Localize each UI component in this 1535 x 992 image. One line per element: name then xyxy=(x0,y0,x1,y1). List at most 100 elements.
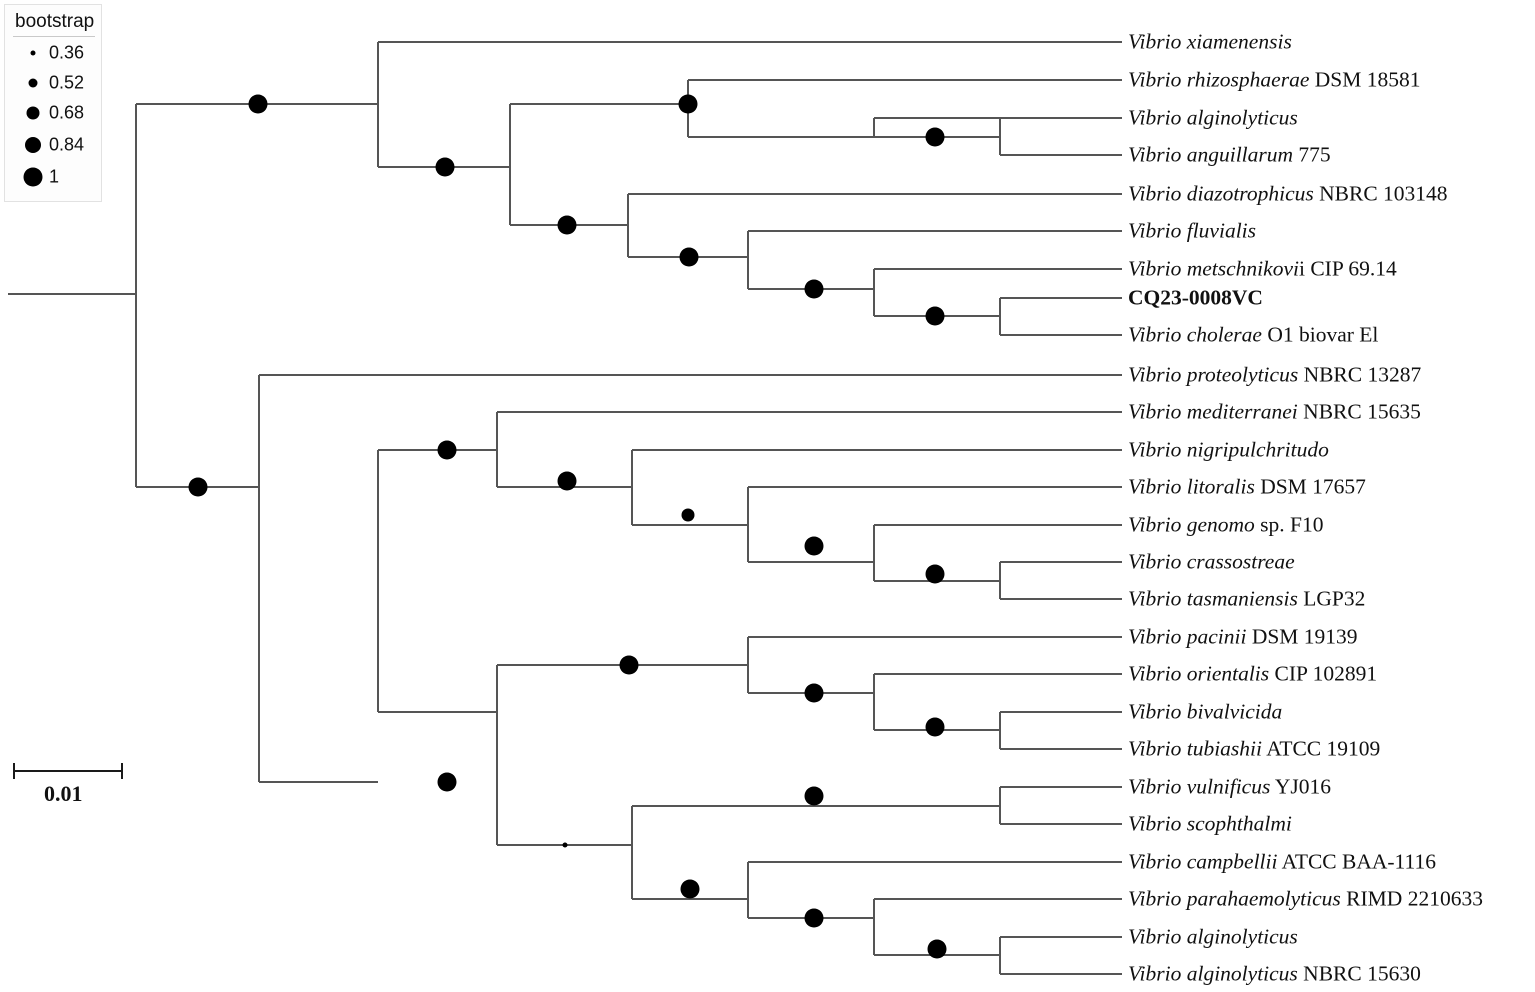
strain-designation: 775 xyxy=(1293,142,1331,167)
legend-entry: 0.52 xyxy=(5,73,101,93)
tip-label-t9[interactable]: Vibrio cholerae O1 biovar El xyxy=(1128,324,1378,346)
node-M[interactable] xyxy=(804,536,824,556)
node-T[interactable] xyxy=(804,786,824,806)
tip-label-t16[interactable]: Vibrio tasmaniensis LGP32 xyxy=(1128,588,1365,610)
bootstrap-legend: bootstrap 0.36 0.52 0.68 0.84 1 xyxy=(4,4,102,202)
node-upper-clade[interactable] xyxy=(248,94,268,114)
tip-label-t15[interactable]: Vibrio crassostreae xyxy=(1128,551,1295,573)
species-name: Vibrio anguillarum xyxy=(1128,142,1294,167)
legend-dot-icon xyxy=(28,78,38,88)
tip-label-t24[interactable]: Vibrio parahaemolyticus RIMD 2210633 xyxy=(1128,888,1483,910)
tip-label-t10[interactable]: Vibrio proteolyticus NBRC 13287 xyxy=(1128,364,1421,386)
strain-designation: i CIP 69.14 xyxy=(1298,256,1397,281)
node-C[interactable] xyxy=(925,127,945,147)
node-Q[interactable] xyxy=(804,683,824,703)
tip-label-t1[interactable]: Vibrio xiamenensis xyxy=(1128,31,1292,53)
tip-label-t14[interactable]: Vibrio genomo sp. F10 xyxy=(1128,514,1324,536)
node-E[interactable] xyxy=(557,215,577,235)
species-name: Vibrio campbellii xyxy=(1128,849,1278,874)
species-name: Vibrio tasmaniensis xyxy=(1128,586,1298,611)
legend-title: bootstrap xyxy=(15,11,95,32)
species-name: Vibrio fluvialis xyxy=(1128,218,1257,243)
species-name: Vibrio vulnificus xyxy=(1128,774,1271,799)
node-V[interactable] xyxy=(804,908,824,928)
legend-value: 0.52 xyxy=(49,72,85,93)
strain-designation: DSM 19139 xyxy=(1246,624,1358,649)
node-W[interactable] xyxy=(927,939,947,959)
branch-lines xyxy=(8,40,1122,976)
tip-label-t12[interactable]: Vibrio nigripulchritudo xyxy=(1128,439,1329,461)
species-name: Vibrio scophthalmi xyxy=(1128,811,1292,836)
node-N[interactable] xyxy=(925,564,945,584)
species-name: Vibrio pacinii xyxy=(1128,624,1247,649)
species-name: Vibrio metschnikovi xyxy=(1128,256,1299,281)
strain-designation: LGP32 xyxy=(1297,586,1366,611)
legend-value: 0.68 xyxy=(49,102,85,123)
node-A[interactable] xyxy=(435,157,455,177)
node-G[interactable] xyxy=(804,279,824,299)
tip-label-t21[interactable]: Vibrio vulnificus YJ016 xyxy=(1128,776,1331,798)
node-J[interactable] xyxy=(437,440,457,460)
node-L[interactable] xyxy=(681,508,695,522)
tip-label-t13[interactable]: Vibrio litoralis DSM 17657 xyxy=(1128,476,1366,498)
strain-designation: YJ016 xyxy=(1270,774,1332,799)
tip-label-t7[interactable]: Vibrio metschnikovii CIP 69.14 xyxy=(1128,258,1397,280)
node-K[interactable] xyxy=(557,471,577,491)
scale-bar xyxy=(12,763,124,779)
tip-label-t4[interactable]: Vibrio anguillarum 775 xyxy=(1128,144,1331,166)
species-name: Vibrio diazotrophicus xyxy=(1128,181,1314,206)
node-O[interactable] xyxy=(437,772,457,792)
tip-label-t3[interactable]: Vibrio alginolyticus xyxy=(1128,107,1298,129)
strain-designation: ATCC 19109 xyxy=(1262,736,1381,761)
legend-dot-icon xyxy=(23,167,43,187)
node-S-small[interactable] xyxy=(562,842,568,848)
node-lower-clade[interactable] xyxy=(188,477,208,497)
species-name: Vibrio bivalvicida xyxy=(1128,699,1283,724)
tip-label-t11[interactable]: Vibrio mediterranei NBRC 15635 xyxy=(1128,401,1421,423)
tip-label-t25[interactable]: Vibrio alginolyticus xyxy=(1128,926,1298,948)
node-F[interactable] xyxy=(679,247,699,267)
strain-designation: ATCC BAA-1116 xyxy=(1277,849,1436,874)
species-name: Vibrio litoralis xyxy=(1128,474,1255,499)
tip-label-t6[interactable]: Vibrio fluvialis xyxy=(1128,220,1256,242)
tip-label-t22[interactable]: Vibrio scophthalmi xyxy=(1128,813,1292,835)
node-U[interactable] xyxy=(680,879,700,899)
tip-label-t19[interactable]: Vibrio bivalvicida xyxy=(1128,701,1282,723)
legend-entry: 0.36 xyxy=(5,43,101,63)
species-name: Vibrio mediterranei xyxy=(1128,399,1298,424)
strain-designation: CIP 102891 xyxy=(1269,661,1378,686)
strain-designation: sp. F10 xyxy=(1254,512,1324,537)
species-name: Vibrio parahaemolyticus xyxy=(1128,886,1341,911)
legend-dot-icon xyxy=(30,50,36,56)
legend-value: 0.36 xyxy=(49,42,85,63)
tip-label-t2[interactable]: Vibrio rhizosphaerae DSM 18581 xyxy=(1128,69,1420,91)
tip-label-t26[interactable]: Vibrio alginolyticus NBRC 15630 xyxy=(1128,963,1421,985)
bootstrap-nodes xyxy=(188,94,947,959)
tip-label-t23[interactable]: Vibrio campbellii ATCC BAA-1116 xyxy=(1128,851,1436,873)
legend-entry: 0.84 xyxy=(5,135,101,155)
node-P[interactable] xyxy=(619,655,639,675)
strain-designation: RIMD 2210633 xyxy=(1340,886,1483,911)
node-B[interactable] xyxy=(678,94,698,114)
legend-entry: 1 xyxy=(5,167,101,187)
strain-designation: NBRC 15635 xyxy=(1297,399,1421,424)
node-R[interactable] xyxy=(925,717,945,737)
strain-designation: O1 biovar El xyxy=(1261,322,1379,347)
species-name: Vibrio tubiashii xyxy=(1128,736,1262,761)
strain-designation: DSM 17657 xyxy=(1254,474,1366,499)
species-name: Vibrio alginolyticus xyxy=(1128,961,1298,986)
strain-designation: DSM 18581 xyxy=(1309,67,1421,92)
tip-label-t20[interactable]: Vibrio tubiashii ATCC 19109 xyxy=(1128,738,1380,760)
tip-label-t8[interactable]: CQ23-0008VC xyxy=(1128,285,1263,310)
strain-designation: NBRC 13287 xyxy=(1298,362,1422,387)
species-name: Vibrio alginolyticus xyxy=(1128,924,1298,949)
strain-designation: NBRC 103148 xyxy=(1313,181,1448,206)
species-name: Vibrio xiamenensis xyxy=(1128,29,1292,54)
tip-label-t5[interactable]: Vibrio diazotrophicus NBRC 103148 xyxy=(1128,183,1448,205)
node-H[interactable] xyxy=(925,306,945,326)
tip-label-t18[interactable]: Vibrio orientalis CIP 102891 xyxy=(1128,663,1377,685)
tip-label-t17[interactable]: Vibrio pacinii DSM 19139 xyxy=(1128,626,1358,648)
species-name: Vibrio rhizosphaerae xyxy=(1128,67,1310,92)
species-name: Vibrio orientalis xyxy=(1128,661,1270,686)
